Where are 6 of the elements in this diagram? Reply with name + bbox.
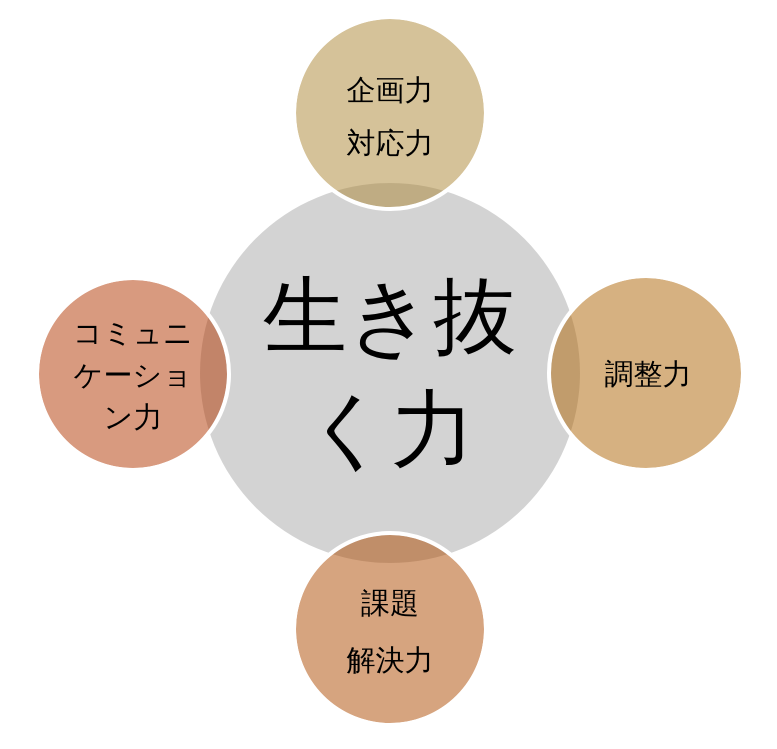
skill-label: 企画力 [346, 73, 434, 108]
skill-label: 調整力 [604, 356, 692, 392]
skill-label: 対応力 [346, 126, 434, 161]
hub-label: 生き抜く力 [263, 266, 517, 480]
skill-label: 課題解決力 [346, 584, 434, 679]
skill-label: コミュニケーション力 [73, 314, 193, 436]
